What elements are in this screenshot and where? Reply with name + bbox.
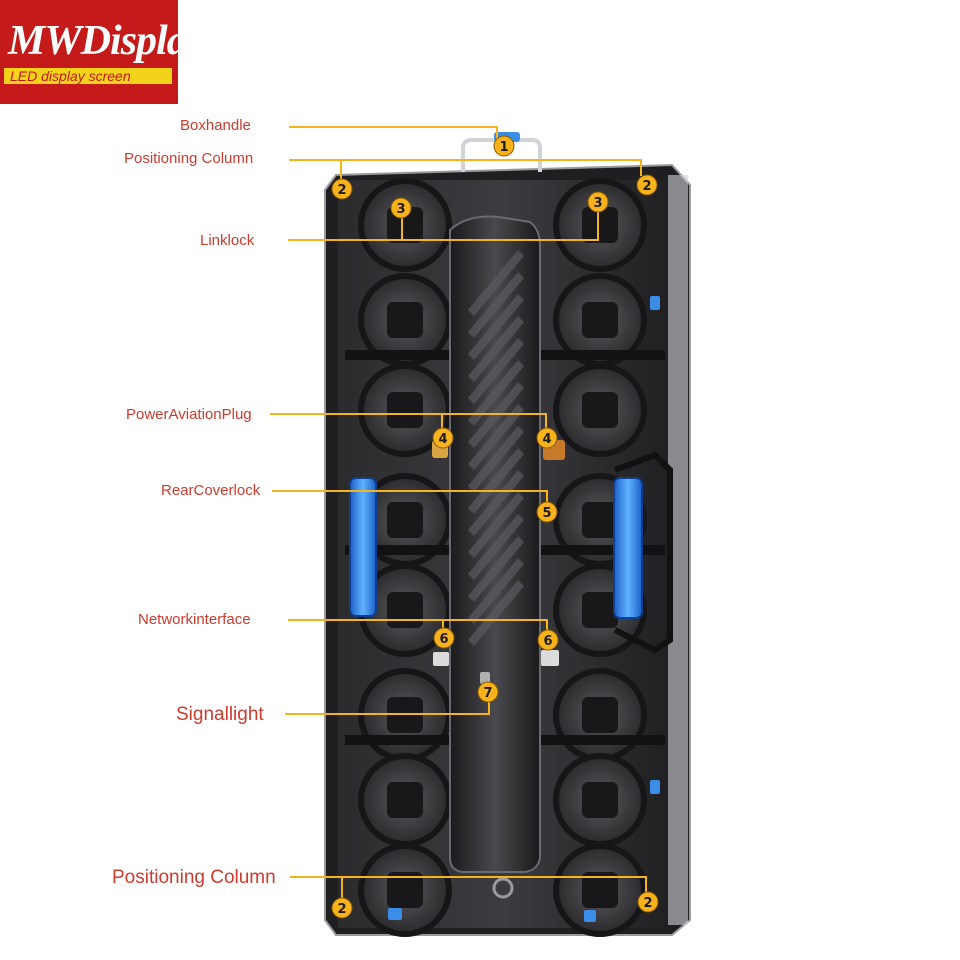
badge-3-left: 3: [390, 197, 412, 219]
logo-wordmark: MWDisplay: [8, 18, 205, 64]
label-linklock: Linklock: [200, 232, 255, 249]
module-mount: [387, 782, 423, 818]
svg-text:6: 6: [543, 634, 552, 649]
badge-2-top-left: 2: [331, 178, 353, 200]
led-cabinet: [324, 132, 691, 937]
svg-text:3: 3: [593, 196, 602, 211]
svg-text:2: 2: [643, 896, 652, 911]
badge-1: 1: [493, 135, 515, 157]
heatsink-fin: [468, 492, 524, 558]
svg-text:6: 6: [439, 632, 448, 647]
label-positioning-column-bottom: Positioning Column: [112, 867, 276, 888]
label-positioning-column-top: Positioning Column: [124, 150, 254, 167]
badge-4-left: 4: [432, 427, 454, 449]
module-mount: [582, 872, 618, 908]
heatsink-fin: [468, 360, 524, 426]
module-mount: [582, 697, 618, 733]
label-power-aviation-plug: PowerAviationPlug: [126, 406, 252, 423]
heatsink-fin: [468, 470, 524, 536]
badge-2-bottom-left: 2: [331, 897, 353, 919]
heatsink-fin: [468, 514, 524, 580]
badge-6-right: 6: [537, 629, 559, 651]
module-mount: [387, 592, 423, 628]
heatsink-fin: [468, 338, 524, 404]
logo-tagline: LED display screen: [4, 68, 172, 84]
badge-4-right: 4: [536, 427, 558, 449]
brand-logo: MWDisplay LED display screen: [0, 0, 205, 104]
heatsink-fin: [468, 558, 524, 624]
module-mount: [387, 502, 423, 538]
heatsink-fin: [468, 316, 524, 382]
svg-text:7: 7: [483, 686, 492, 701]
module-mount: [582, 782, 618, 818]
svg-text:2: 2: [337, 183, 346, 198]
svg-text:5: 5: [542, 506, 551, 521]
label-network-interface: Networkinterface: [138, 611, 251, 628]
heatsink-fin: [468, 536, 524, 602]
label-signal-light: Signallight: [176, 704, 264, 725]
module-mount: [387, 392, 423, 428]
label-rear-cover-lock: RearCoverlock: [161, 482, 261, 499]
module-mount: [582, 392, 618, 428]
svg-text:2: 2: [337, 902, 346, 917]
module-mount: [387, 302, 423, 338]
heatsink-fin: [468, 272, 524, 338]
label-boxhandle: Boxhandle: [180, 117, 251, 134]
module-mount: [582, 592, 618, 628]
heatsink-fin: [468, 294, 524, 360]
callout-badges: 1 2 2 3 3 4 4 5 6 6 7 2 2: [331, 135, 659, 919]
svg-text:4: 4: [542, 432, 551, 447]
badge-3-right: 3: [587, 191, 609, 213]
heatsink-fins: [468, 250, 524, 646]
module-mount: [387, 872, 423, 908]
badge-6-left: 6: [433, 627, 455, 649]
module-mount: [582, 302, 618, 338]
module-mount: [582, 207, 618, 243]
svg-text:1: 1: [499, 140, 508, 155]
badge-2-bottom-right: 2: [637, 891, 659, 913]
badge-7: 7: [477, 681, 499, 703]
svg-text:2: 2: [642, 179, 651, 194]
svg-text:4: 4: [438, 432, 447, 447]
heatsink-fin: [468, 448, 524, 514]
heatsink-fin: [468, 426, 524, 492]
badge-2-top-right: 2: [636, 174, 658, 196]
module-mount: [582, 502, 618, 538]
badge-5: 5: [536, 501, 558, 523]
heatsink-fin: [468, 250, 524, 316]
callout-lines: [270, 126, 647, 898]
heatsink-fin: [468, 580, 524, 646]
svg-text:3: 3: [396, 202, 405, 217]
heatsink-fin: [468, 404, 524, 470]
